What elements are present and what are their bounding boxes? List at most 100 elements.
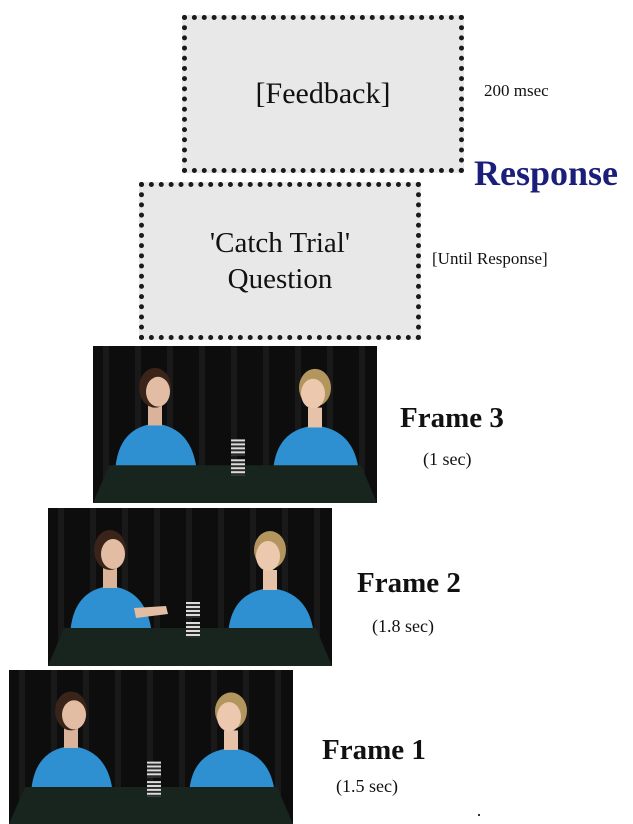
frame-3-photo (93, 346, 377, 503)
feedback-duration: 200 msec (484, 81, 549, 100)
cup-stripe (231, 461, 245, 464)
right-person (273, 368, 359, 474)
left-person (70, 530, 168, 636)
cup-stripe (147, 771, 161, 774)
curtain-fold (179, 670, 185, 824)
curtain-fold (243, 670, 249, 824)
curtain-fold (90, 508, 96, 666)
left-shirt (115, 423, 197, 474)
scene-illustration (93, 346, 377, 503)
feedback-screen: [Feedback] (182, 15, 464, 173)
cup-stripe (186, 624, 200, 626)
catch-trial-screen: 'Catch Trial' Question (139, 182, 421, 340)
curtain-fold (231, 346, 237, 503)
striped-cup (186, 622, 200, 638)
right-neck (224, 730, 238, 750)
response-label: Response (474, 153, 619, 193)
curtain-fold (295, 346, 301, 503)
striped-cup (186, 602, 200, 618)
cup-stripe (147, 790, 161, 793)
curtain-fold (199, 346, 205, 503)
striped-cup (231, 439, 245, 456)
frame-2-duration: (1.8 sec) (372, 616, 434, 636)
curtain-fold (135, 346, 141, 503)
right-face (301, 378, 325, 409)
curtain-fold (122, 508, 128, 666)
curtain-fold (115, 670, 121, 824)
curtain-fold (103, 346, 109, 503)
cup-stripe (147, 775, 161, 778)
left-person (115, 367, 197, 474)
left-face (146, 376, 170, 407)
striped-cup (147, 761, 161, 778)
cup-stripe (186, 636, 200, 638)
left-neck (64, 728, 78, 748)
right-face (256, 541, 280, 571)
left-face (62, 700, 86, 730)
table (9, 786, 293, 824)
curtain-fold (275, 670, 281, 824)
curtain-fold (314, 508, 320, 666)
frame-2-label: Frame 2 (357, 567, 461, 599)
striped-cup (147, 781, 161, 797)
right-person (228, 531, 314, 636)
curtain-fold (263, 346, 269, 503)
cup-stripe (186, 628, 200, 630)
right-neck (308, 407, 322, 428)
right-shirt (189, 747, 275, 795)
cup-stripe (231, 449, 245, 452)
curtain-fold (58, 508, 64, 666)
cup-stripe (231, 465, 245, 468)
curtain-fold (83, 670, 89, 824)
cup-stripe (186, 612, 200, 614)
striped-cup (231, 459, 245, 476)
left-face (101, 539, 125, 569)
catch-trial-title: 'Catch Trial' (209, 226, 351, 259)
left-neck (103, 568, 117, 588)
right-shirt (273, 425, 359, 474)
left-shirt (70, 586, 152, 636)
feedback-text: [Feedback] (255, 77, 391, 110)
curtain-fold (167, 346, 173, 503)
cup-stripe (231, 473, 245, 476)
left-shirt (31, 746, 113, 795)
scene-illustration (48, 508, 332, 666)
cup-stripe (231, 445, 245, 448)
curtain-fold (282, 508, 288, 666)
cup-stripe (186, 632, 200, 634)
right-face (217, 702, 241, 732)
curtain-fold (218, 508, 224, 666)
cup-stripe (147, 794, 161, 797)
left-arm (134, 606, 168, 618)
right-shirt (228, 588, 314, 636)
cup-stripe (147, 767, 161, 770)
frame-3-label: Frame 3 (400, 402, 504, 434)
left-neck (148, 405, 162, 426)
frame-1-label: Frame 1 (322, 734, 426, 766)
cup-stripe (231, 469, 245, 472)
table (48, 628, 332, 666)
curtain-fold (147, 670, 153, 824)
cup-stripe (147, 763, 161, 766)
frame-1-duration: (1.5 sec) (336, 776, 398, 796)
cup-stripe (186, 608, 200, 610)
catch-trial-duration: [Until Response] (432, 249, 548, 268)
cup-stripe (186, 616, 200, 618)
cup-stripe (231, 453, 245, 456)
right-neck (263, 570, 277, 590)
left-person (31, 691, 113, 795)
curtain-fold (19, 670, 25, 824)
frame-1-photo (9, 670, 293, 824)
curtain-fold (186, 508, 192, 666)
curtain-fold (250, 508, 256, 666)
cup-stripe (147, 783, 161, 786)
curtain-fold (327, 346, 333, 503)
frame-3-duration: (1 sec) (423, 449, 472, 469)
curtain-fold (154, 508, 160, 666)
frame-2-photo (48, 508, 332, 666)
scene-illustration (9, 670, 293, 824)
cup-stripe (231, 441, 245, 444)
cup-stripe (186, 604, 200, 606)
curtain-fold (359, 346, 365, 503)
stray-dot (478, 814, 480, 816)
